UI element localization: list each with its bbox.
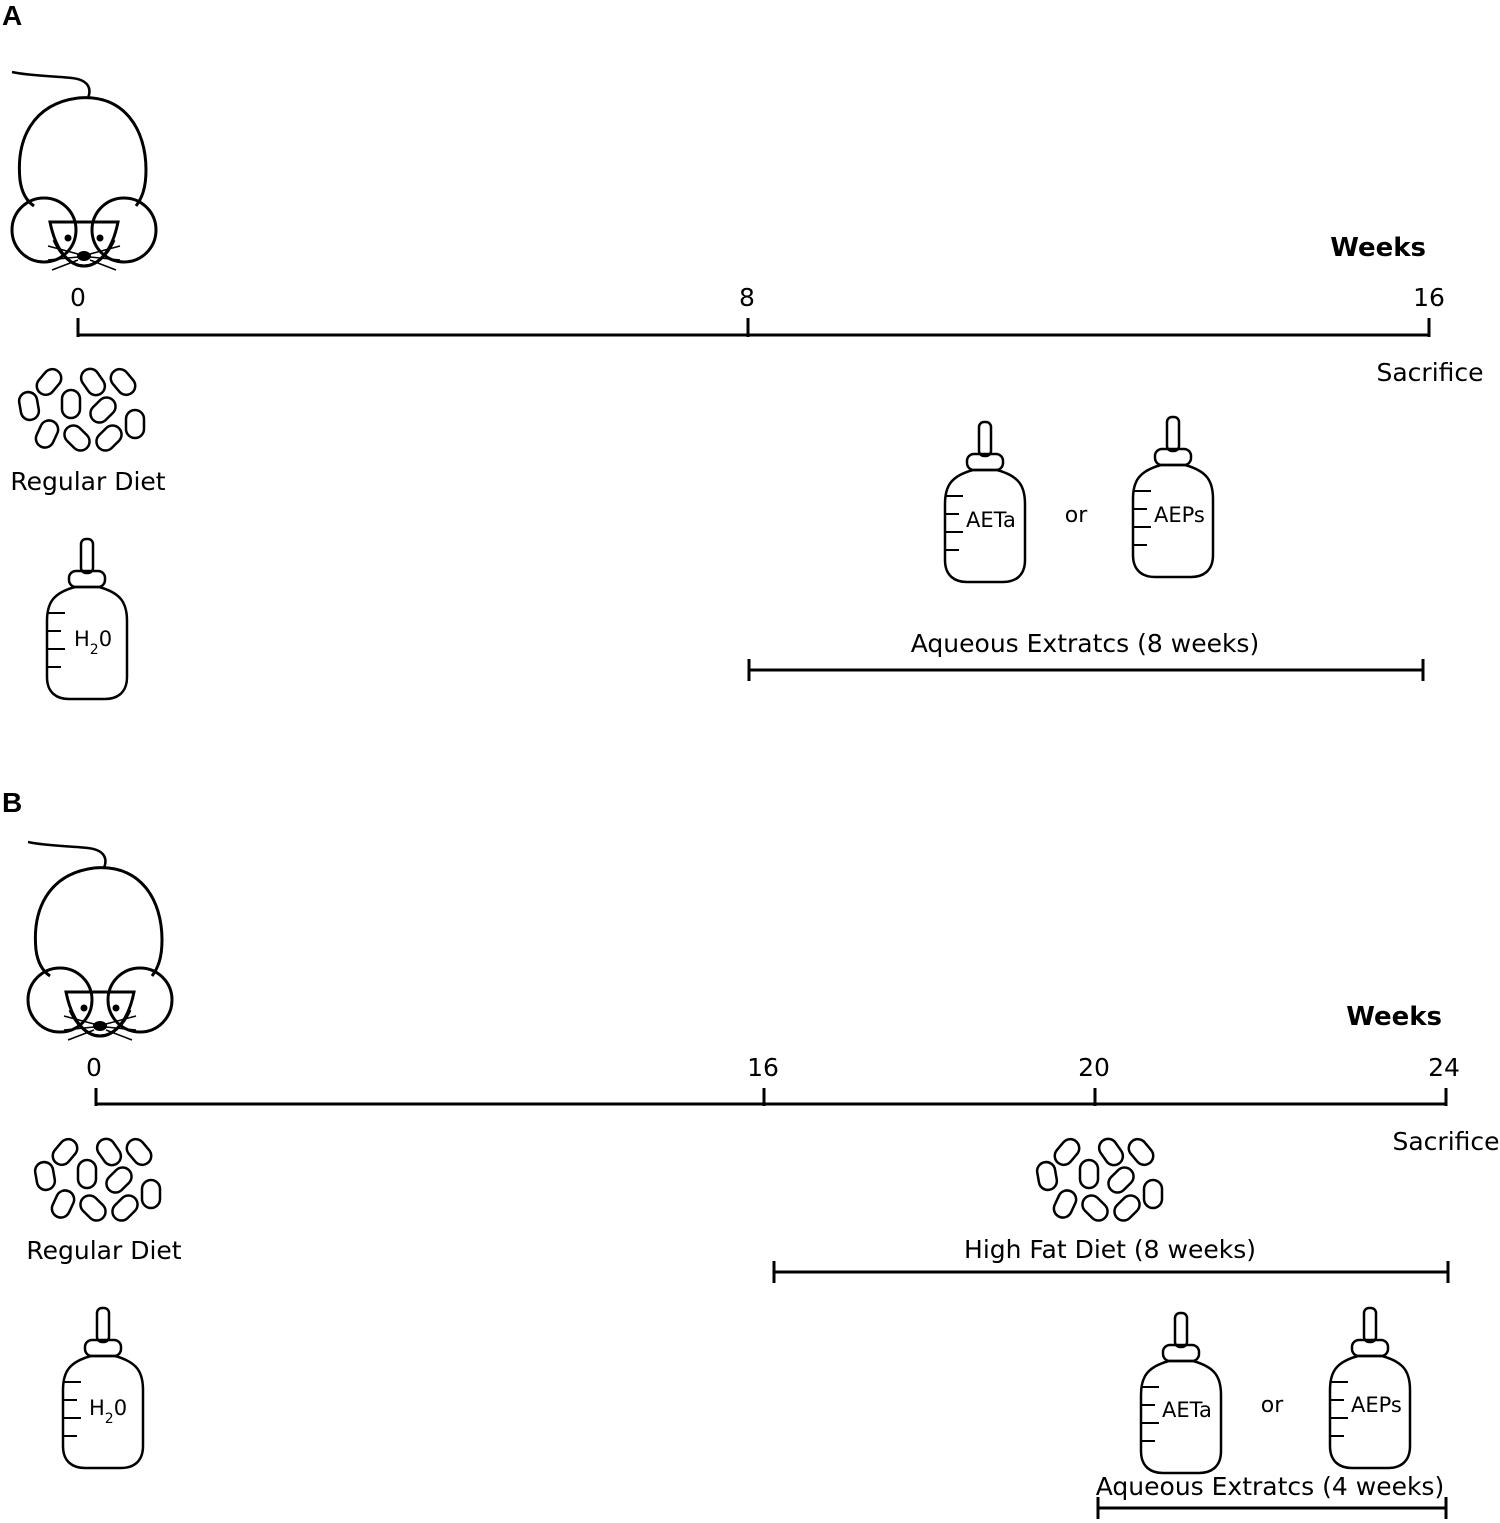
extract-bottle-icon: [943, 420, 1027, 584]
aeps-label: AEPs: [1154, 503, 1205, 527]
high-fat-diet-label: High Fat Diet (8 weeks): [964, 1235, 1256, 1264]
panel-b-letter: B: [2, 787, 22, 818]
panel-b: B Weeks 0 16 20 24 Sacrifice Regular Die…: [2, 787, 1500, 1519]
weeks-axis-title: Weeks: [1346, 1002, 1442, 1032]
panel-a-letter: A: [2, 0, 22, 31]
tick-label: 0: [70, 283, 86, 312]
pellets-icon: [32, 1134, 162, 1226]
tick-label: 20: [1078, 1053, 1110, 1082]
regular-diet-label: Regular Diet: [10, 467, 165, 496]
treatment-label: Aqueous Extratcs (4 weeks): [1096, 1472, 1444, 1501]
or-label: or: [1065, 503, 1088, 528]
sacrifice-label: Sacrifice: [1376, 358, 1483, 387]
tick-label: 16: [747, 1053, 779, 1082]
high-fat-pellets-icon: [1034, 1134, 1164, 1226]
water-label: H20: [89, 1396, 127, 1427]
mouse-icon: [26, 840, 174, 1042]
or-label: or: [1261, 1393, 1284, 1418]
aeps-label: AEPs: [1351, 1393, 1402, 1417]
tick-label: 16: [1413, 283, 1445, 312]
tick-label: 0: [86, 1053, 102, 1082]
water-label: H20: [74, 627, 112, 658]
sacrifice-label: Sacrifice: [1392, 1127, 1499, 1156]
aeta-label: AETa: [966, 508, 1016, 532]
extract-bottle-icon: [1131, 415, 1215, 579]
weeks-axis-title: Weeks: [1330, 233, 1426, 263]
mouse-icon: [10, 70, 158, 272]
extract-bottle-icon: [1328, 1306, 1412, 1470]
water-bottle-icon: [45, 537, 129, 701]
treatment-label: Aqueous Extratcs (8 weeks): [911, 629, 1259, 658]
panel-a: A Weeks 0 8 16 Sacrifice Regular Diet H2…: [2, 0, 1484, 701]
pellets-icon: [16, 364, 146, 456]
regular-diet-label: Regular Diet: [26, 1236, 181, 1265]
tick-label: 24: [1428, 1053, 1460, 1082]
tick-label: 8: [739, 283, 755, 312]
water-bottle-icon: [61, 1306, 145, 1470]
extract-bottle-icon: [1139, 1311, 1223, 1475]
aeta-label: AETa: [1162, 1398, 1212, 1422]
